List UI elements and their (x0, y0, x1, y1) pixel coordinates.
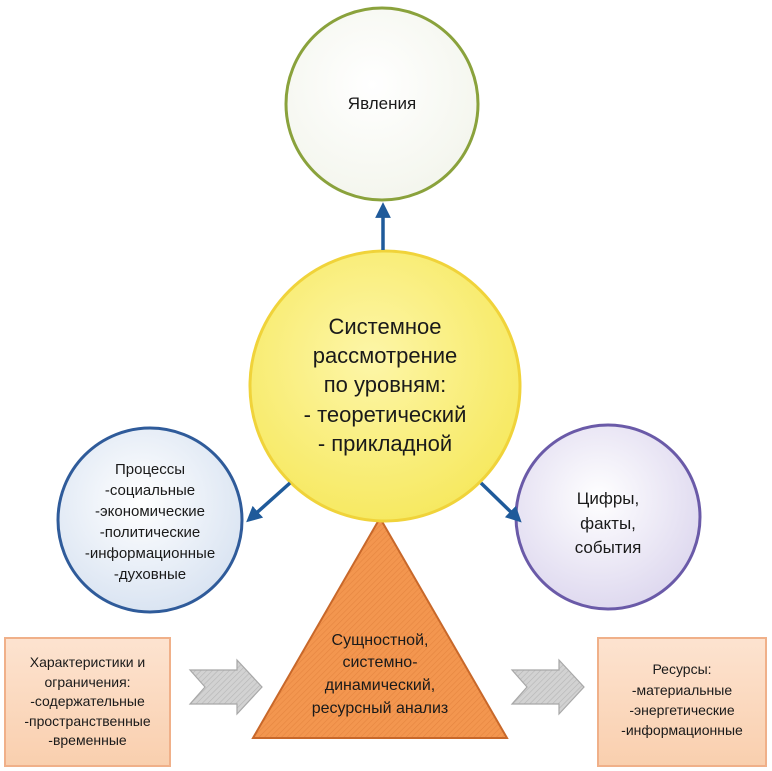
characteristics-label: Характеристики и ограничения: -содержате… (24, 654, 151, 749)
processes-circle (56, 426, 244, 614)
processes-label: Процессы -социальные -экономические -пол… (84, 461, 216, 583)
characteristics-box (4, 637, 171, 767)
system-review-label: Системное рассмотрение по уровням: - тео… (303, 314, 467, 456)
analysis-label: Сущностной, системно- динамический, ресу… (311, 631, 449, 717)
system-review-circle (248, 249, 522, 523)
resources-box (597, 637, 767, 767)
analysis-triangle (251, 515, 509, 739)
resources-label: Ресурсы: -материальные -энергетические -… (621, 661, 743, 739)
figures-label: Цифры, факты, события (574, 489, 642, 558)
phenomena-circle (284, 6, 480, 202)
flow-arrow-left-icon (188, 658, 263, 716)
flow-arrow-right-icon (510, 658, 585, 716)
phenomena-label: Явления (347, 94, 417, 114)
arrow-to-processes-icon (246, 481, 292, 523)
arrow-to-figures-icon (479, 481, 522, 523)
